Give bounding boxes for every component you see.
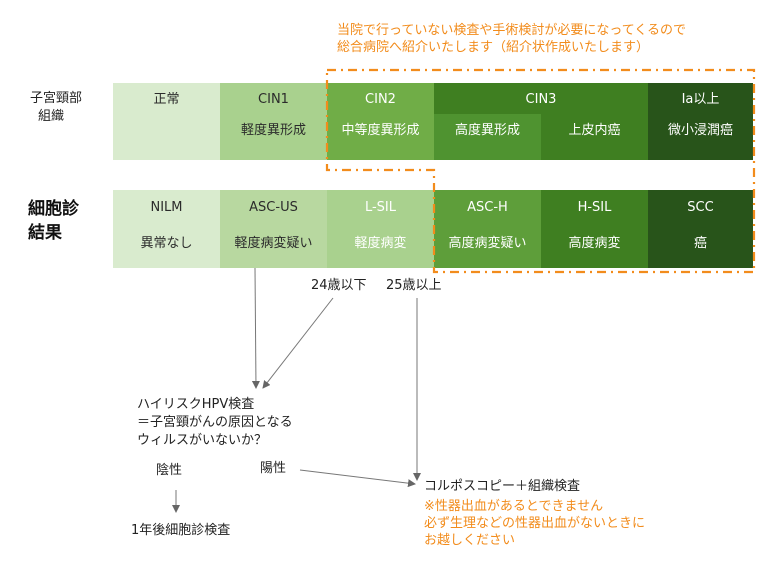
bleeding-warning: ※性器出血があるとできません 必ず生理などの性器出血がないときに お越しください bbox=[424, 498, 724, 549]
tissue-cin2-desc: 中等度異形成 bbox=[341, 123, 420, 138]
cyto-lsil-label: L-SIL bbox=[364, 200, 397, 215]
warning-line3: お越しください bbox=[424, 533, 516, 548]
tissue-label-line2: 組織 bbox=[38, 109, 65, 124]
cyto-cell-hsil: H-SIL 高度病変 bbox=[541, 190, 648, 268]
age-label-over25: 25歳以上 bbox=[386, 278, 442, 293]
age-label-under24: 24歳以下 bbox=[311, 278, 367, 293]
cyto-scc-desc: 癌 bbox=[693, 236, 707, 251]
cyto-asch-desc: 高度病変疑い bbox=[448, 236, 527, 251]
tissue-cin1-label: CIN1 bbox=[258, 92, 289, 107]
tissue-cin3-label: CIN3 bbox=[525, 92, 557, 107]
top-note-line1: 当院で行っていない検査や手術検討が必要になってくるので bbox=[337, 23, 687, 38]
followup-label: 1年後細胞診検査 bbox=[131, 523, 231, 538]
tissue-cell-ia: Ⅰa以上 微小浸潤癌 bbox=[648, 83, 753, 160]
arrow-lsil-to-hpv bbox=[262, 297, 334, 389]
tissue-cell-cin3-b: 上皮内癌 bbox=[541, 114, 648, 160]
hpv-test-block: ハイリスクHPV検査 ＝子宮頸がんの原因となる ウィルスがいないか？ bbox=[137, 396, 337, 450]
tissue-ia-desc: 微小浸潤癌 bbox=[667, 123, 733, 138]
tissue-cin1-desc: 軽度異形成 bbox=[240, 123, 306, 138]
colposcopy-label: コルポスコピー＋組織検査 bbox=[424, 479, 581, 494]
hpv-line1: ハイリスクHPV検査 bbox=[137, 397, 255, 412]
hpv-line2: ＝子宮頸がんの原因となる bbox=[137, 415, 293, 430]
cytology-row-label: 細胞診 結果 bbox=[28, 197, 108, 245]
tissue-ia-label: Ⅰa以上 bbox=[681, 92, 720, 107]
cyto-hsil-desc: 高度病変 bbox=[568, 236, 621, 251]
warning-line2: 必ず生理などの性器出血がないときに bbox=[424, 516, 646, 531]
tissue-cell-cin3-top: CIN3 bbox=[434, 83, 648, 114]
tissue-label-line1: 子宮頸部 bbox=[30, 91, 83, 106]
tissue-cell-normal: 正常 bbox=[113, 83, 220, 160]
tissue-cell-cin1: CIN1 軽度異形成 bbox=[220, 83, 327, 160]
result-positive: 陽性 bbox=[260, 461, 287, 476]
cyto-asch-label: ASC-H bbox=[467, 200, 508, 215]
tissue-cin2-label: CIN2 bbox=[365, 92, 396, 107]
tissue-cin3-desc-b: 上皮内癌 bbox=[568, 123, 621, 138]
top-note: 当院で行っていない検査や手術検討が必要になってくるので 総合病院へ紹介いたします… bbox=[337, 22, 757, 56]
cyto-cell-ascus: ASC-US 軽度病変疑い bbox=[220, 190, 327, 268]
tissue-normal-label: 正常 bbox=[153, 92, 180, 107]
arrow-ascus-to-hpv bbox=[251, 267, 260, 389]
result-negative: 陰性 bbox=[156, 463, 183, 478]
tissue-cell-cin3-a: 高度異形成 bbox=[434, 114, 541, 160]
cyto-scc-label: SCC bbox=[687, 200, 714, 215]
warning-line1: ※性器出血があるとできません bbox=[424, 499, 604, 514]
arrow-positive-to-colposcopy bbox=[299, 469, 416, 488]
cyto-ascus-desc: 軽度病変疑い bbox=[234, 236, 313, 251]
cyto-nilm-label: NILM bbox=[150, 200, 183, 215]
cyto-cell-asch: ASC-H 高度病変疑い bbox=[434, 190, 541, 268]
cytology-label-line1: 細胞診 bbox=[28, 199, 79, 219]
cyto-cell-scc: SCC 癌 bbox=[648, 190, 753, 268]
tissue-cell-cin2: CIN2 中等度異形成 bbox=[327, 83, 434, 160]
cytology-label-line2: 結果 bbox=[28, 223, 62, 243]
referral-dashed-outline bbox=[325, 68, 756, 274]
top-note-line2: 総合病院へ紹介いたします（紹介状作成いたします） bbox=[337, 40, 650, 55]
tissue-row-label: 子宮頸部 組織 bbox=[30, 90, 100, 126]
cyto-hsil-label: H-SIL bbox=[577, 200, 612, 215]
cyto-cell-nilm: NILM 異常なし bbox=[113, 190, 220, 268]
cyto-cell-lsil: L-SIL 軽度病変 bbox=[327, 190, 434, 268]
cyto-nilm-desc: 異常なし bbox=[140, 236, 193, 251]
hpv-line3: ウィルスがいないか？ bbox=[137, 433, 268, 448]
cyto-ascus-label: ASC-US bbox=[249, 200, 298, 215]
cyto-lsil-desc: 軽度病変 bbox=[354, 236, 407, 251]
tissue-cin3-desc-a: 高度異形成 bbox=[454, 123, 520, 138]
